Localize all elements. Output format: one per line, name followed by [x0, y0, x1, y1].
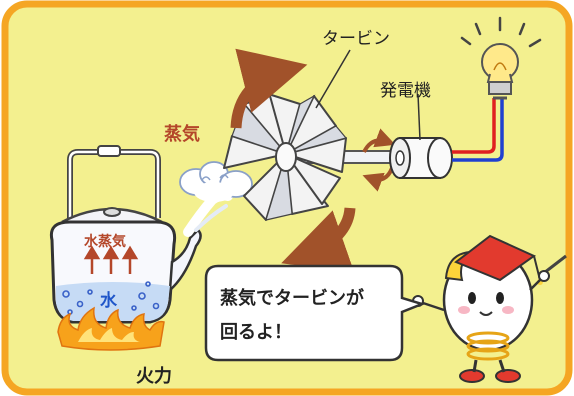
steam-puff [179, 161, 253, 237]
kettle-icon [49, 145, 202, 324]
steam-label: 蒸気 [164, 123, 200, 145]
speech-bubble [204, 264, 426, 362]
mascot-icon [412, 234, 567, 383]
generator-icon [389, 137, 453, 179]
water-label: 水 [100, 290, 118, 311]
flame-icon [57, 306, 165, 351]
water-vapor-label: 水蒸気 [84, 233, 126, 250]
fire-label: 火力 [136, 366, 172, 387]
turbine-callout-line [315, 49, 351, 109]
turbine-label: タービン [322, 29, 390, 49]
light-bulb-icon [460, 16, 542, 100]
shaft-arrow-bottom [362, 167, 394, 192]
speech-line-2: 回るよ！ [220, 322, 292, 343]
wire-red [452, 98, 496, 154]
generator-label: 発電機 [380, 81, 431, 101]
rotation-arrow-top [230, 48, 308, 129]
speech-line-1: 蒸気でタービンが [220, 287, 364, 309]
shaft-arrow-top [362, 128, 396, 153]
wire-blue [452, 98, 504, 162]
generator-callout-line [417, 93, 421, 141]
rotation-arrow-bottom [281, 207, 356, 273]
